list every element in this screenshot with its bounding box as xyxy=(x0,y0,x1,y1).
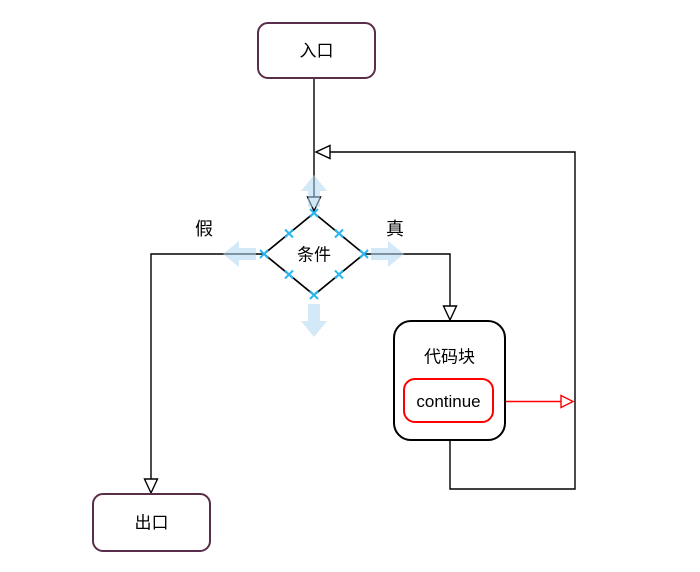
edge-line[interactable] xyxy=(364,253,451,306)
node-condition[interactable]: 条件 xyxy=(262,211,366,297)
edge-label-true: 真 xyxy=(386,219,404,239)
edge-condition-false-exit[interactable] xyxy=(143,253,265,495)
node-entry-shape[interactable] xyxy=(257,22,376,79)
connection-point-icon[interactable] xyxy=(284,269,294,280)
connection-point-icon[interactable] xyxy=(359,249,369,259)
arrowhead-down-icon[interactable] xyxy=(442,305,458,322)
edge-label-false: 假 xyxy=(195,219,213,239)
node-condition-label: 条件 xyxy=(297,246,331,265)
connection-point-icon[interactable] xyxy=(284,228,294,239)
connection-point-icon[interactable] xyxy=(334,228,344,239)
node-continue-label: continue xyxy=(416,392,480,411)
connection-point-icon[interactable] xyxy=(259,249,269,259)
edge-line[interactable] xyxy=(150,253,264,479)
node-entry[interactable]: 入口 xyxy=(257,22,376,79)
hover-arrow-down-icon[interactable] xyxy=(301,304,327,337)
node-exit-label: 出口 xyxy=(135,514,169,533)
connection-point-icon[interactable] xyxy=(309,290,319,300)
arrowhead-left-icon[interactable] xyxy=(314,144,331,160)
edge-code-loop-back[interactable] xyxy=(314,144,576,490)
node-continue-shape[interactable] xyxy=(403,378,494,423)
node-exit-shape[interactable] xyxy=(92,493,211,552)
connection-points xyxy=(259,208,369,300)
hover-arrow-up-icon[interactable] xyxy=(301,175,327,207)
node-entry-label: 入口 xyxy=(300,42,334,61)
node-exit[interactable]: 出口 xyxy=(92,493,211,552)
node-code-block-label: 代码块 xyxy=(424,348,475,367)
arrowhead-right-icon[interactable] xyxy=(560,394,575,409)
connection-point-icon[interactable] xyxy=(309,208,319,218)
edge-line[interactable] xyxy=(330,151,576,490)
hover-arrow-left-icon[interactable] xyxy=(223,241,256,267)
arrowhead-down-icon[interactable] xyxy=(143,478,159,495)
node-continue[interactable]: continue xyxy=(403,378,494,423)
edge-condition-true-code[interactable] xyxy=(364,253,458,322)
connection-point-icon[interactable] xyxy=(334,269,344,280)
hover-arrow-right-icon[interactable] xyxy=(371,241,404,267)
